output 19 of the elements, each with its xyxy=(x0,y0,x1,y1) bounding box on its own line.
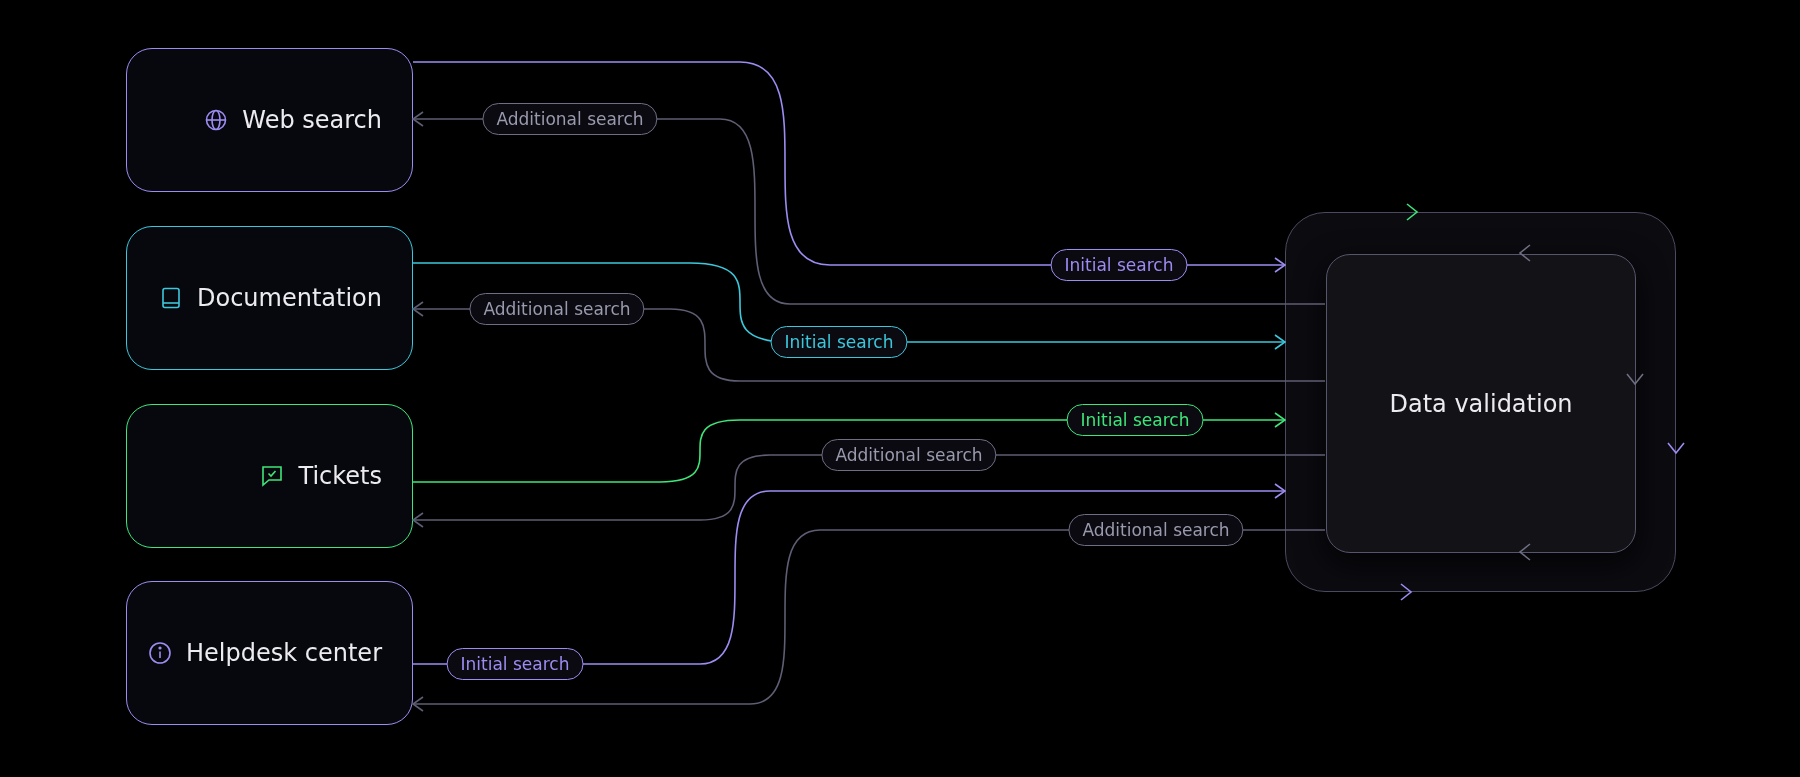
node-label: Web search xyxy=(242,106,382,134)
source-box xyxy=(126,404,413,548)
edge-label: Additional search xyxy=(821,439,997,471)
edge-label: Additional search xyxy=(482,103,658,135)
source-box xyxy=(126,581,413,725)
edge-label: Initial search xyxy=(446,648,584,680)
node-label: Tickets xyxy=(298,462,382,490)
edge-label: Additional search xyxy=(1068,514,1244,546)
edge-label: Initial search xyxy=(1066,404,1204,436)
edge-label: Initial search xyxy=(770,326,908,358)
edge-label: Additional search xyxy=(469,293,645,325)
node-label: Helpdesk center xyxy=(186,639,382,667)
source-box xyxy=(126,48,413,192)
node-label: Data validation xyxy=(1389,389,1573,418)
node-label: Documentation xyxy=(197,284,382,312)
container-box xyxy=(1285,212,1676,592)
source-box xyxy=(126,226,413,370)
process-box xyxy=(1326,254,1636,553)
edge-label: Initial search xyxy=(1050,249,1188,281)
